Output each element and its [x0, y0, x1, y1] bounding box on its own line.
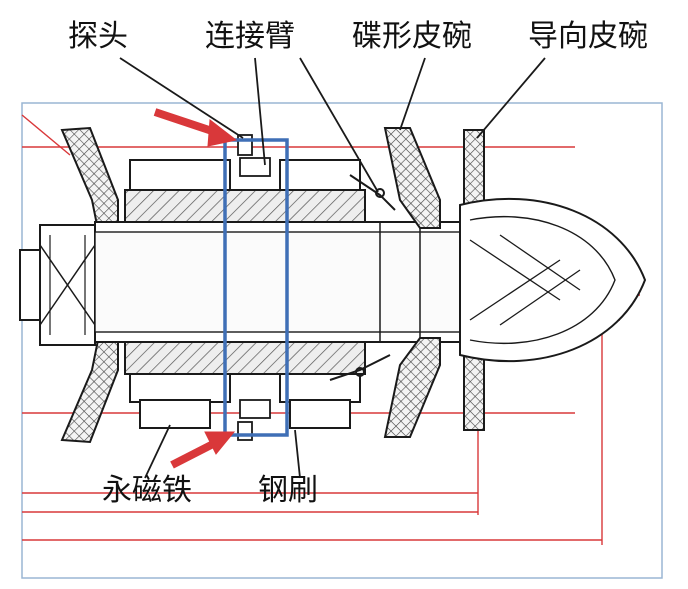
outer-frame — [21, 102, 663, 579]
label-permanent-magnet: 永磁铁 — [102, 473, 192, 508]
label-disc-cup: 碟形皮碗 — [352, 19, 472, 54]
connecting-arms — [329, 174, 396, 381]
probe-highlight-box — [223, 138, 289, 437]
rear-end-structure — [19, 224, 96, 346]
front-nose — [459, 197, 647, 363]
label-probe: 探头 — [68, 19, 128, 54]
label-connecting-arm: 连接臂 — [205, 19, 295, 54]
main-body — [94, 221, 461, 343]
label-steel-brush: 钢刷 — [258, 473, 318, 508]
leader-lines — [119, 57, 546, 479]
disc-cups — [383, 127, 441, 438]
red-arrows — [153, 108, 238, 469]
label-guide-cup: 导向皮碗 — [528, 19, 648, 54]
magnet-carriers — [124, 159, 366, 429]
